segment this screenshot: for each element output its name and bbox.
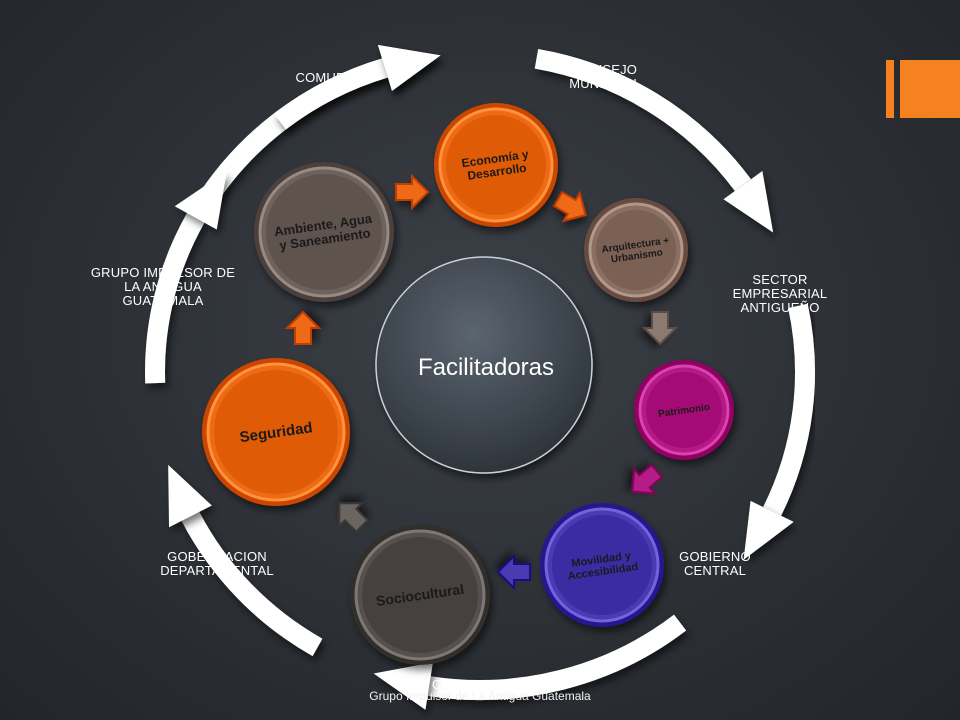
connector-arrow-5 — [338, 502, 369, 533]
external-grupo-impulsor: GRUPO IMPULSOR DE LA ANTIGUA GUATEMALA — [90, 265, 236, 308]
external-consejo-municipal: CONSEJO MUNICIPAL — [569, 62, 641, 91]
center-label: Facilitadoras — [418, 354, 554, 381]
cycle-arrow-2 — [763, 303, 815, 516]
topic-disc-3: Movilidad yAccesibilidad — [540, 503, 664, 627]
cycle-arrowhead-2 — [743, 500, 794, 560]
cycle-arrow-5 — [145, 212, 205, 384]
connector-arrow-6 — [284, 310, 322, 345]
external-sector-empresarial: SECTOR EMPRESARIAL ANTIGUEÑO — [732, 272, 828, 315]
topic-disc-2: Patrimonio — [634, 360, 734, 460]
cycle-arrowhead-4 — [168, 464, 212, 528]
cycle-arrowhead-6 — [377, 44, 441, 91]
topic-disc-1: Arquitectura +Urbanismo — [584, 198, 688, 302]
center-circle: Facilitadoras — [375, 256, 593, 474]
external-gobierno-central: GOBIERNO CENTRAL — [679, 549, 751, 578]
topic-disc-5: Seguridad — [202, 358, 350, 506]
cycle-arrow-1 — [534, 48, 751, 192]
connector-arrow-3 — [631, 463, 664, 495]
accent-bar — [886, 60, 894, 118]
connector-arrow-0 — [395, 173, 430, 211]
external-cnpag: CNPAG — [431, 677, 479, 692]
footer-text: Grupo Impulsor de La Antigua Guatemala — [369, 689, 591, 703]
cycle-arrow-4 — [181, 511, 323, 657]
topic-disc-0: Economía yDesarrollo — [434, 103, 558, 227]
connector-arrow-2 — [641, 311, 679, 346]
topic-disc-4: Sociocultural — [350, 525, 490, 665]
outer-cycle-arrows — [145, 44, 815, 710]
topic-connectors — [284, 173, 679, 591]
cycle-arrow-3 — [427, 614, 687, 700]
cycle-arrowhead-1 — [723, 170, 774, 233]
cycle-arrowhead-5 — [174, 170, 227, 230]
cycle-arrow-6 — [273, 58, 388, 130]
topic-disc-6: Ambiente, Aguay Saneamiento — [254, 162, 394, 302]
external-comude: COMUDE — [295, 70, 355, 85]
external-gobernacion: GOBERNACION DEPARTAMENTAL — [160, 549, 274, 578]
accent-block — [900, 60, 960, 118]
cycle-arrowhead-3 — [373, 662, 433, 710]
connector-arrow-1 — [552, 190, 587, 223]
connector-arrow-4 — [496, 553, 531, 591]
